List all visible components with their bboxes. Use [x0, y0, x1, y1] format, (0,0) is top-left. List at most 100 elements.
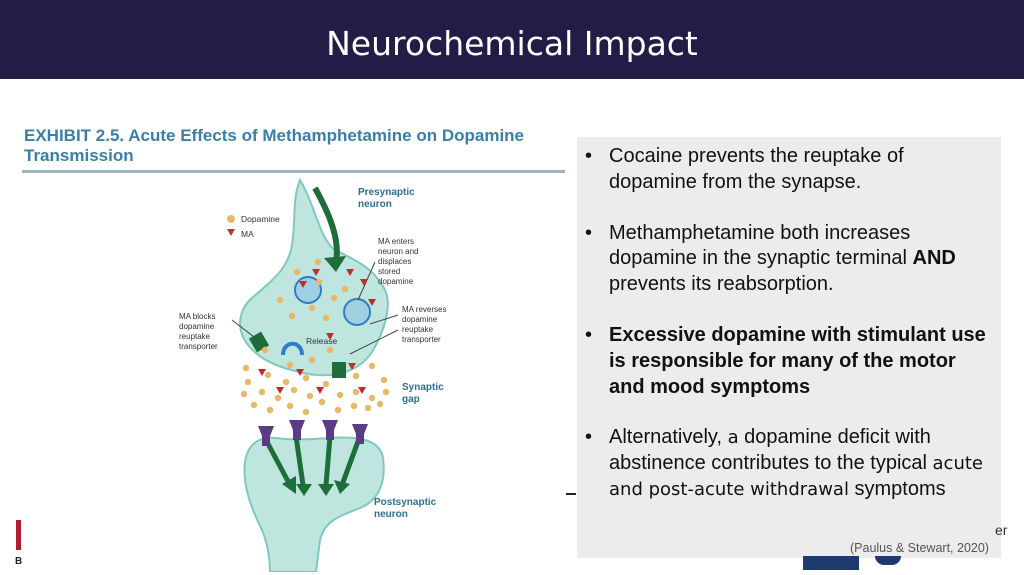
legend-ma-triangle [227, 229, 235, 236]
synaptic-gap-label-2: gap [402, 394, 420, 405]
exhibit-divider [22, 170, 565, 173]
bullet-dot-icon: • [585, 145, 593, 167]
release-label: Release [306, 336, 337, 346]
dopamine-molecule [286, 402, 294, 410]
dopamine-molecule [244, 378, 252, 386]
ma-molecule [348, 363, 356, 370]
underline-fragment [566, 493, 576, 495]
bullet-dot-icon: • [585, 221, 593, 244]
ma-molecule [299, 281, 307, 288]
ma-molecule [368, 299, 376, 306]
dopamine-molecule [350, 402, 358, 410]
bullet-item: • Excessive dopamine with stimulant use i… [582, 323, 994, 400]
presynaptic-label-2: neuron [358, 199, 392, 210]
dopamine-molecule [376, 400, 384, 408]
synaptic-gap-label-1: Synaptic [402, 382, 444, 393]
bullet-item: •Methamphetamine both increases dopamine… [582, 221, 994, 298]
dopamine-molecule [266, 406, 274, 414]
dopamine-molecule [258, 388, 266, 396]
dopamine-molecule [352, 372, 360, 380]
dopamine-molecule [274, 394, 282, 402]
ma-blocks-label-3: reuptake [179, 332, 211, 341]
dopamine-molecule [322, 314, 330, 322]
title-bar [0, 0, 1024, 79]
postsynaptic-neuron [243, 436, 385, 572]
bullet-text: prevents its reabsorption. [609, 273, 834, 296]
dopamine-molecule [288, 312, 296, 320]
ma-enters-label-2: neuron and [378, 247, 418, 256]
ma-enters-label-3: displaces [378, 257, 411, 266]
ma-blocks-label-2: dopamine [179, 322, 215, 331]
dopamine-molecule [334, 406, 342, 414]
bullet-dot-icon: • [585, 323, 593, 346]
ma-molecule [316, 387, 324, 394]
dopamine-molecule [364, 404, 372, 412]
synapse-diagram: Dopamine MA Release Presynaptic neuron S… [179, 177, 446, 572]
ma-molecule [258, 369, 266, 376]
dopamine-molecule [352, 388, 360, 396]
postsynaptic-label-1: Postsynaptic [374, 497, 437, 508]
presynaptic-label-1: Presynaptic [358, 187, 415, 198]
ma-reverses-label-4: transporter [402, 335, 441, 344]
bullet-text: dopamine deficit with abstinence contrib… [609, 426, 933, 475]
bullet-dot-icon: • [585, 426, 593, 449]
footer-badge-fragment [875, 556, 901, 565]
ma-molecule [360, 279, 368, 286]
postsynaptic-label-2: neuron [374, 509, 408, 520]
dopamine-molecules [240, 258, 390, 416]
legend-dopamine-label: Dopamine [241, 214, 280, 224]
dopamine-molecule [264, 371, 272, 379]
ma-molecule [296, 369, 304, 376]
dopamine-molecule [282, 378, 290, 386]
dopamine-molecule [302, 408, 310, 416]
ma-molecule [326, 333, 334, 340]
dopamine-molecule [308, 356, 316, 364]
presynaptic-arrow-head [324, 256, 346, 272]
slide-title: Neurochemical Impact [326, 24, 698, 63]
ma-molecule [312, 269, 320, 276]
dopamine-molecule [368, 362, 376, 370]
dopamine-molecule [318, 398, 326, 406]
presynaptic-arrow [312, 186, 340, 263]
dopamine-molecule [250, 401, 258, 409]
dopamine-molecule [314, 258, 322, 266]
dopamine-molecule [368, 394, 376, 402]
ma-blocks-label-1: MA blocks [179, 312, 215, 321]
ma-molecule [346, 269, 354, 276]
label-lines [231, 261, 399, 355]
dopamine-molecule [341, 285, 349, 293]
legend-ma-label: MA [241, 229, 254, 239]
dopamine-molecule [330, 294, 338, 302]
dopamine-molecule [276, 296, 284, 304]
logo-fragment [16, 520, 21, 550]
bullet-text: symptoms [848, 477, 946, 500]
dopamine-molecule [293, 268, 301, 276]
citation: (Paulus & Stewart, 2020) [850, 541, 989, 555]
bullet-text: acute and post-acute withdrawal [609, 453, 983, 500]
bullet-text: Cocaine prevents the reuptake of dopamin… [609, 145, 904, 193]
dopamine-molecule [322, 380, 330, 388]
dopamine-molecule [326, 346, 334, 354]
bullet-text: AND [912, 247, 956, 270]
right-edge-text-fragment: er [995, 522, 1008, 538]
bullet-item: • Cocaine prevents the reuptake of dopami… [582, 144, 994, 196]
bullet-text: Alternatively, [609, 426, 728, 449]
ma-reverses-label-3: reuptake [402, 325, 434, 334]
dopamine-molecule [302, 374, 310, 382]
bullet-text: Excessive dopamine with stimulant use is… [609, 323, 986, 398]
bullet-item: •Alternatively, a dopamine deficit with … [582, 425, 994, 502]
dopamine-molecule [242, 364, 250, 372]
dopamine-receptors [258, 420, 368, 446]
dopamine-molecule [261, 346, 269, 354]
dopamine-molecule [308, 304, 316, 312]
postsynaptic-arrows [263, 435, 363, 487]
dopamine-molecule [240, 390, 248, 398]
ma-molecules [258, 269, 376, 394]
postsynaptic-arrow-heads [282, 476, 350, 496]
vesicle [343, 298, 371, 326]
diagram-shapes [227, 177, 399, 572]
dopamine-molecule [290, 386, 298, 394]
release-pocket [281, 341, 304, 356]
bottom-left-text-fragment: B [15, 556, 23, 567]
ma-enters-label-1: MA enters [378, 237, 414, 246]
